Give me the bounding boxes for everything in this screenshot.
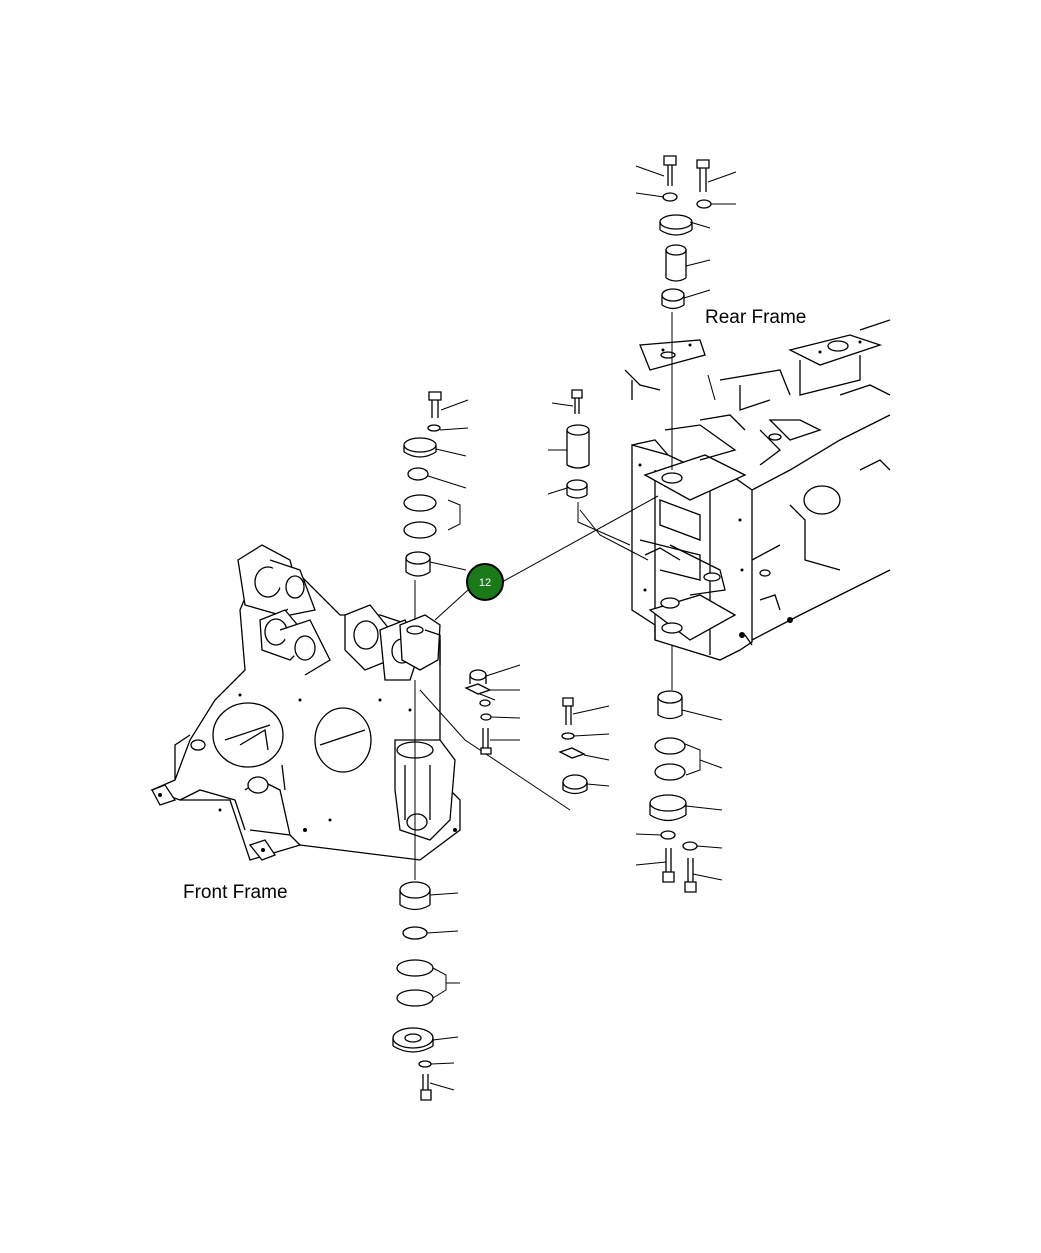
center-pin-stack xyxy=(566,389,631,546)
front-hardware-cluster xyxy=(464,669,588,795)
callout-12[interactable]: 12 xyxy=(466,563,504,601)
callout-12-number: 12 xyxy=(479,577,491,589)
callout-12-marker[interactable] xyxy=(466,563,504,601)
leader-lines xyxy=(426,165,737,1091)
front-lower-parts-stack xyxy=(392,860,434,1101)
front-frame-label: Front Frame xyxy=(183,882,288,903)
rear-frame-label: Rear Frame xyxy=(705,307,806,328)
rear-frame-drawing xyxy=(624,319,891,661)
rear-lower-parts-stack xyxy=(649,645,698,893)
rear-upper-parts-stack xyxy=(659,155,712,470)
front-upper-parts-stack xyxy=(403,391,442,577)
front-frame-drawing xyxy=(150,544,571,861)
